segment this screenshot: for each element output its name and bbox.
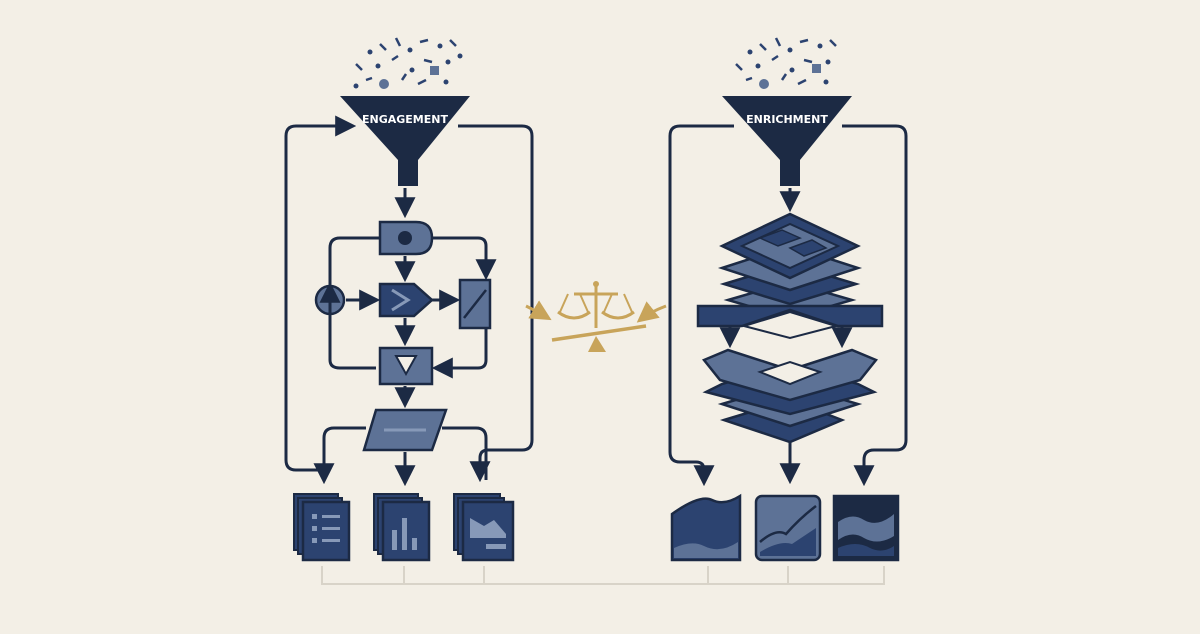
right-outer-loop-right [842, 124, 908, 487]
enrichment-funnel: ENRICHMENT [722, 96, 852, 186]
connector-to-output-three [442, 426, 488, 480]
left-panel: ENGAGEMENT [284, 37, 534, 562]
process-parallelogram-node [362, 408, 448, 452]
right-data-particles [735, 37, 837, 89]
connector-node1-left [328, 236, 380, 286]
process-node-one [378, 220, 434, 256]
engagement-funnel: ENGAGEMENT [340, 96, 470, 186]
band-area-chart-icon [832, 494, 900, 562]
upper-layer-stack [717, 212, 863, 320]
arrow-node1-to-square [432, 236, 497, 281]
area-chart-document-stack-icon [453, 493, 515, 562]
bottom-connector-baseline [321, 566, 885, 585]
balance-scale-icon [525, 281, 667, 352]
right-outer-loop-left [668, 124, 734, 487]
layer-divider-bar [696, 304, 884, 340]
left-data-particles [353, 37, 463, 89]
enrichment-label: ENRICHMENT [746, 113, 828, 126]
engagement-label: ENGAGEMENT [362, 113, 448, 126]
left-outer-loop-right [458, 124, 534, 483]
bar-chart-document-stack-icon [373, 493, 431, 562]
process-square-node [458, 278, 492, 330]
connector-circle-down [328, 316, 376, 370]
process-chevron-node [378, 282, 434, 318]
wave-area-chart-icon [670, 493, 742, 562]
arrow-to-output-one [313, 426, 366, 485]
line-area-chart-icon [754, 494, 822, 562]
right-panel: ENRICHMENT [668, 37, 908, 562]
list-document-stack-icon [293, 493, 351, 562]
left-outer-loop-left [284, 115, 357, 472]
process-triangle-node [378, 346, 434, 386]
arrow-square-to-triangle [431, 328, 488, 379]
lower-layer-stack [701, 348, 879, 444]
